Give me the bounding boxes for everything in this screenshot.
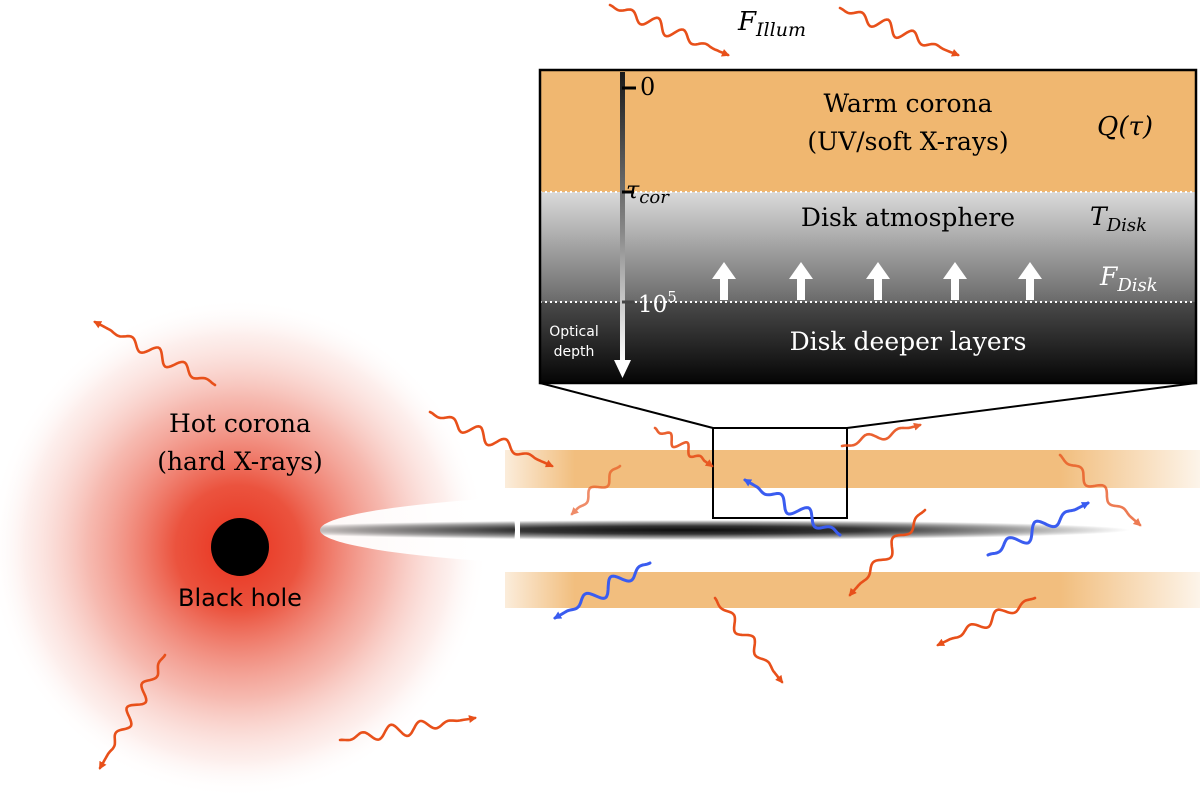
up-arrow-icon <box>789 262 813 300</box>
t-disk-label: TDisk <box>1090 202 1147 236</box>
f-disk-label: FDisk <box>1099 262 1158 296</box>
hot-corona-label-line2: (hard X-rays) <box>157 447 323 476</box>
tau-zero-label: 0 <box>640 73 655 101</box>
t-disk-main: T <box>1090 202 1109 231</box>
zoom-connector-left <box>539 382 714 429</box>
tau-1e5-label: 105 <box>638 288 677 318</box>
tau-cor-main: τ <box>626 176 640 204</box>
uv-photon-icon <box>986 501 1090 557</box>
photon-arrows <box>93 3 1142 770</box>
x-ray-photon-icon <box>713 596 784 684</box>
x-ray-photon-icon <box>98 653 167 770</box>
warm-corona-label-line1: Warm corona <box>823 89 992 118</box>
zoom-region-box <box>712 427 848 519</box>
t-disk-sub: Disk <box>1106 215 1147 236</box>
accretion-disk <box>320 450 1200 608</box>
x-ray-photon-icon <box>1058 453 1142 527</box>
tau-1e5-exp: 5 <box>667 288 677 306</box>
x-ray-photon-icon <box>338 715 477 742</box>
tau-cor-label: τcor <box>626 176 670 208</box>
up-arrow-icon <box>712 262 736 300</box>
optical-depth-axis-arrowhead <box>614 360 631 378</box>
up-arrow-icon <box>1018 262 1042 300</box>
heating-q-tau-label: Q(τ) <box>1097 112 1153 142</box>
disk-core <box>320 490 1200 570</box>
disk-deeper-layer <box>540 302 1196 383</box>
x-ray-photon-icon <box>936 596 1037 647</box>
x-ray-photon-icon <box>840 422 922 448</box>
x-ray-photon-icon <box>653 426 714 468</box>
black-hole <box>211 518 269 576</box>
optical-depth-label-line1: Optical <box>549 324 598 340</box>
uv-photon-icon <box>553 561 652 620</box>
disk-flux-arrows <box>712 262 1042 300</box>
tau-cor-sub: cor <box>639 187 670 208</box>
up-arrow-icon <box>866 262 890 300</box>
disk-atmosphere-layer <box>540 192 1196 302</box>
zoom-connector-right <box>846 382 1197 429</box>
f-disk-main: F <box>1099 262 1119 291</box>
f-disk-sub: Disk <box>1116 275 1157 296</box>
disk-atmosphere-label: Disk atmosphere <box>801 203 1015 232</box>
tau-1e5-base: 10 <box>638 292 667 318</box>
x-ray-photon-icon <box>838 6 960 57</box>
x-ray-photon-icon <box>608 3 730 57</box>
disk-deeper-layers-label: Disk deeper layers <box>790 327 1027 356</box>
f-illum-label: FIllum <box>737 7 806 41</box>
f-illum-sub: Illum <box>755 19 806 41</box>
up-arrow-icon <box>943 262 967 300</box>
x-ray-photon-icon <box>570 464 622 516</box>
x-ray-photon-icon <box>93 320 217 387</box>
inset-frame <box>538 68 1198 385</box>
x-ray-photon-icon <box>848 508 927 597</box>
optical-depth-axis <box>620 72 625 362</box>
warm-corona-layer <box>540 70 1196 192</box>
black-hole-label: Black hole <box>178 584 302 612</box>
uv-photon-icon <box>743 478 842 537</box>
x-ray-photon-icon <box>428 410 554 468</box>
hot-corona-label-line1: Hot corona <box>169 409 311 438</box>
warm-corona-label-line2: (UV/soft X-rays) <box>807 127 1008 156</box>
optical-depth-label-line2: depth <box>554 344 595 360</box>
vertical-structure-inset: Warm corona (UV/soft X-rays) Q(τ) 0 τcor… <box>538 68 1198 385</box>
f-illum-main: F <box>737 7 757 37</box>
